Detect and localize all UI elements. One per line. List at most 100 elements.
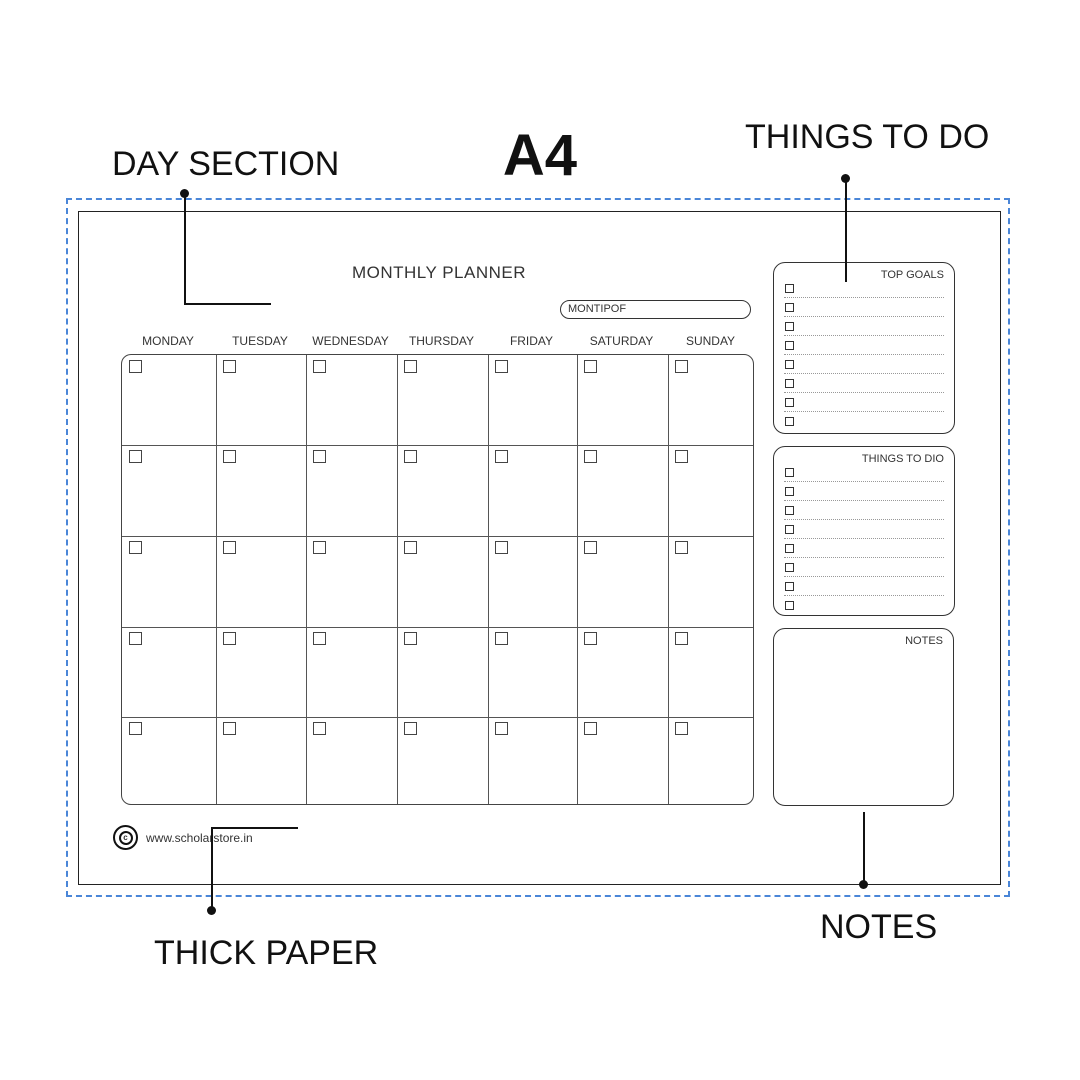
day-checkbox[interactable] xyxy=(584,632,597,645)
day-checkbox[interactable] xyxy=(495,450,508,463)
day-section-pointer-line xyxy=(184,193,186,305)
copyright-logo-icon: c xyxy=(113,825,138,850)
writing-line xyxy=(784,519,944,520)
writing-line xyxy=(784,392,944,393)
task-checkbox[interactable] xyxy=(785,322,794,331)
day-checkbox[interactable] xyxy=(495,541,508,554)
writing-line xyxy=(784,500,944,501)
day-checkbox[interactable] xyxy=(129,632,142,645)
grid-divider xyxy=(397,355,399,804)
notes-label: NOTES xyxy=(820,908,938,946)
day-checkbox[interactable] xyxy=(223,632,236,645)
day-checkbox[interactable] xyxy=(495,722,508,735)
thick-paper-pointer-dot xyxy=(207,906,216,915)
day-header-thursday: THURSDAY xyxy=(408,334,475,348)
thick-paper-label: THICK PAPER xyxy=(154,934,379,972)
calendar-grid xyxy=(121,354,754,805)
day-checkbox[interactable] xyxy=(404,722,417,735)
day-checkbox[interactable] xyxy=(675,632,688,645)
day-checkbox[interactable] xyxy=(313,632,326,645)
day-header-tuesday: TUESDAY xyxy=(232,334,288,348)
grid-divider xyxy=(122,717,753,719)
grid-divider xyxy=(577,355,579,804)
day-checkbox[interactable] xyxy=(223,722,236,735)
task-checkbox[interactable] xyxy=(785,601,794,610)
day-checkbox[interactable] xyxy=(129,722,142,735)
day-checkbox[interactable] xyxy=(495,632,508,645)
day-checkbox[interactable] xyxy=(223,360,236,373)
grid-divider xyxy=(216,355,218,804)
website: www.scholarstore.in xyxy=(146,830,253,845)
day-checkbox[interactable] xyxy=(584,450,597,463)
day-checkbox[interactable] xyxy=(495,360,508,373)
day-checkbox[interactable] xyxy=(584,360,597,373)
task-checkbox[interactable] xyxy=(785,379,794,388)
day-checkbox[interactable] xyxy=(404,632,417,645)
task-checkbox[interactable] xyxy=(785,487,794,496)
grid-divider xyxy=(306,355,308,804)
things-to-do-label: THINGS TO DO xyxy=(745,118,990,156)
day-header-monday: MONDAY xyxy=(142,334,194,348)
writing-line xyxy=(784,335,944,336)
task-checkbox[interactable] xyxy=(785,417,794,426)
day-checkbox[interactable] xyxy=(675,360,688,373)
task-checkbox[interactable] xyxy=(785,506,794,515)
day-header-wednesday: WEDNESDAY xyxy=(312,334,389,348)
task-checkbox[interactable] xyxy=(785,303,794,312)
day-checkbox[interactable] xyxy=(584,722,597,735)
notes-pointer-dot xyxy=(859,880,868,889)
planner-sheet xyxy=(78,211,1001,885)
day-section-pointer-line xyxy=(184,303,271,305)
task-checkbox[interactable] xyxy=(785,360,794,369)
task-checkbox[interactable] xyxy=(785,563,794,572)
task-checkbox[interactable] xyxy=(785,341,794,350)
grid-divider xyxy=(122,536,753,538)
day-checkbox[interactable] xyxy=(223,541,236,554)
top-goals-title: TOP GOALS xyxy=(880,269,944,281)
day-checkbox[interactable] xyxy=(223,450,236,463)
notes-pointer-line xyxy=(863,812,865,884)
month-field: MONTIPOF xyxy=(560,300,751,319)
writing-line xyxy=(784,354,944,355)
writing-line xyxy=(784,538,944,539)
day-checkbox[interactable] xyxy=(129,541,142,554)
grid-divider xyxy=(488,355,490,804)
top-goals-panel: TOP GOALS xyxy=(773,262,955,434)
notes-title: NOTES xyxy=(905,635,943,647)
day-section-label: DAY SECTION xyxy=(112,145,340,183)
day-checkbox[interactable] xyxy=(129,450,142,463)
writing-line xyxy=(784,576,944,577)
task-checkbox[interactable] xyxy=(785,544,794,553)
writing-line xyxy=(784,373,944,374)
day-checkbox[interactable] xyxy=(404,360,417,373)
notes-panel: NOTES xyxy=(773,628,954,806)
a4-size-outline xyxy=(66,198,1010,897)
day-checkbox[interactable] xyxy=(313,722,326,735)
writing-line xyxy=(784,411,944,412)
day-checkbox[interactable] xyxy=(584,541,597,554)
things-to-do-panel: THINGS TO DIO xyxy=(773,446,955,616)
task-checkbox[interactable] xyxy=(785,582,794,591)
footer: c www.scholarstore.in xyxy=(113,825,253,850)
things-to-do-title: THINGS TO DIO xyxy=(861,453,944,465)
grid-divider xyxy=(668,355,670,804)
day-checkbox[interactable] xyxy=(129,360,142,373)
day-checkbox[interactable] xyxy=(675,722,688,735)
size-label: A4 xyxy=(502,123,578,188)
task-checkbox[interactable] xyxy=(785,468,794,477)
day-checkbox[interactable] xyxy=(313,450,326,463)
day-checkbox[interactable] xyxy=(313,360,326,373)
thick-paper-pointer-line xyxy=(211,827,298,829)
day-checkbox[interactable] xyxy=(404,541,417,554)
task-checkbox[interactable] xyxy=(785,398,794,407)
day-checkbox[interactable] xyxy=(675,541,688,554)
task-checkbox[interactable] xyxy=(785,525,794,534)
task-checkbox[interactable] xyxy=(785,284,794,293)
planner-title: MONTHLY PLANNER xyxy=(351,263,527,282)
things-to-do-pointer-line xyxy=(845,178,847,282)
day-checkbox[interactable] xyxy=(313,541,326,554)
writing-line xyxy=(784,316,944,317)
day-checkbox[interactable] xyxy=(404,450,417,463)
day-checkbox[interactable] xyxy=(675,450,688,463)
day-header-saturday: SATURDAY xyxy=(589,334,654,348)
